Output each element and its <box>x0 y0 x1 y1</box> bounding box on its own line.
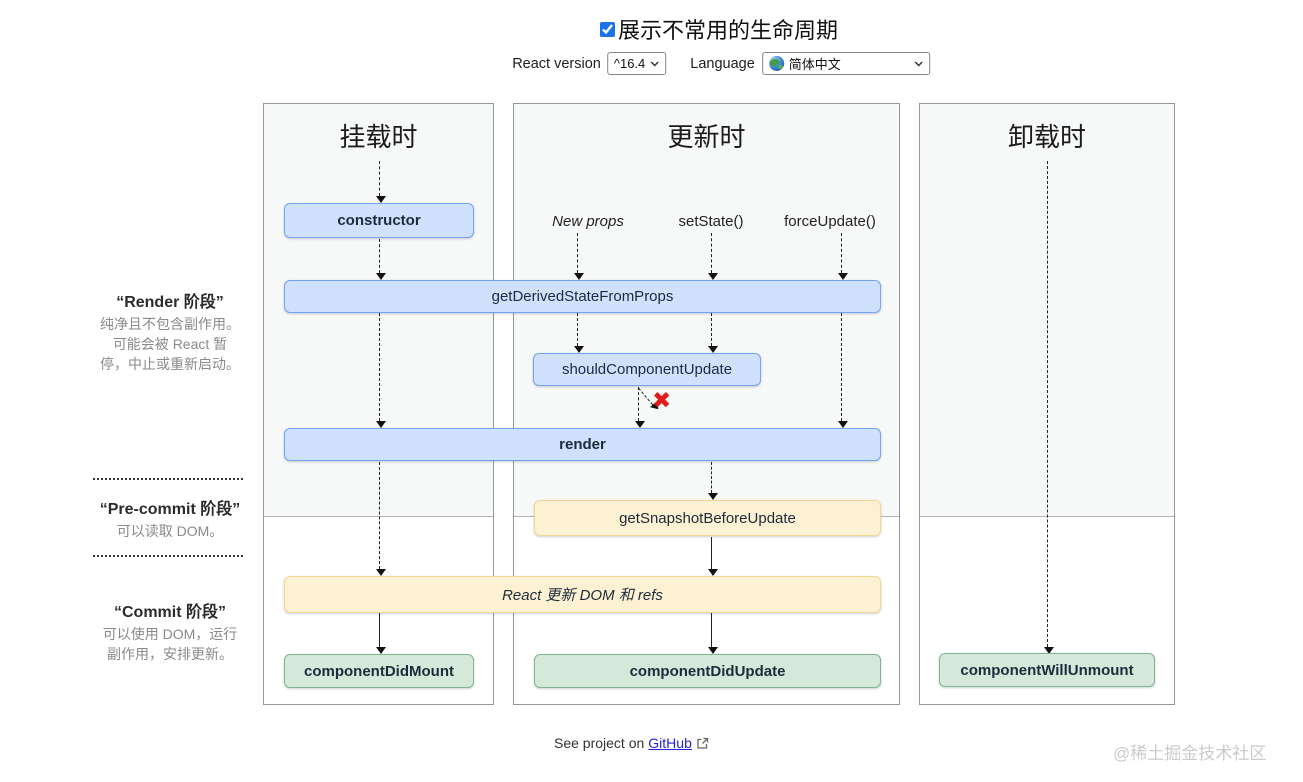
method-getSnapshotBeforeUpdate[interactable]: getSnapshotBeforeUpdate <box>534 500 881 536</box>
trigger-forceupdate: forceUpdate() <box>784 213 876 230</box>
flow-arrow <box>375 462 386 576</box>
chevron-down-icon <box>914 60 923 67</box>
flow-arrow <box>634 387 645 428</box>
react-version-select[interactable]: ^16.4 <box>606 52 667 75</box>
trigger-new-props: New props <box>552 213 624 230</box>
phase-commit-desc-line: 可以使用 DOM，运行 <box>102 626 238 642</box>
method-shouldComponentUpdate[interactable]: shouldComponentUpdate <box>533 353 761 386</box>
flow-arrow <box>573 233 584 280</box>
column-updating-title: 更新时 <box>667 122 746 152</box>
flow-arrow <box>573 313 584 353</box>
show-uncommon-lifecycles-checkbox[interactable] <box>599 21 615 37</box>
phase-render-label: “Render 阶段” <box>116 294 224 311</box>
flow-arrow <box>837 233 848 280</box>
watermark: @稀土掘金技术社区 <box>1113 744 1267 763</box>
phase-commit-desc: 可以使用 DOM，运行 副作用，安排更新。 <box>80 624 260 664</box>
footer-text: See project on <box>554 735 645 751</box>
method-getDerivedStateFromProps[interactable]: getDerivedStateFromProps <box>284 280 881 313</box>
phase-divider <box>93 555 243 557</box>
phase-precommit-desc: 可以读取 DOM。 <box>80 521 260 541</box>
method-componentDidUpdate[interactable]: componentDidUpdate <box>534 654 881 688</box>
phase-render-desc-line: 纯净且不包含副作用。 <box>100 316 240 332</box>
flow-arrow <box>1043 161 1054 654</box>
react-version-label: React version <box>512 55 601 72</box>
trigger-setstate: setState() <box>678 213 744 230</box>
phase-commit-label: “Commit 阶段” <box>113 604 226 621</box>
flow-arrow <box>375 313 386 428</box>
column-unmounting-title: 卸载时 <box>1007 122 1086 152</box>
language-value: 简体中文 <box>788 57 841 72</box>
phase-precommit-desc-line: 可以读取 DOM。 <box>116 523 224 539</box>
footer: See project on GitHub <box>554 735 709 751</box>
react-version-value: ^16.4 <box>613 56 646 71</box>
react-updates-dom-refs: React 更新 DOM 和 refs <box>284 576 881 613</box>
phase-precommit-label: “Pre-commit 阶段” <box>99 501 241 518</box>
globe-icon <box>768 56 784 71</box>
flow-arrow <box>707 537 718 576</box>
phase-commit-desc-line: 副作用，安排更新。 <box>107 646 233 662</box>
no-render-x-icon: ✖ <box>652 387 672 413</box>
method-render[interactable]: render <box>284 428 881 461</box>
flow-arrow <box>375 161 386 203</box>
method-componentDidMount[interactable]: componentDidMount <box>284 654 474 688</box>
chevron-down-icon <box>650 60 659 67</box>
flow-arrow <box>837 313 848 428</box>
column-mounting-title: 挂载时 <box>339 122 418 152</box>
github-link[interactable]: GitHub <box>648 735 692 751</box>
flow-arrow <box>375 239 386 280</box>
phase-render-desc: 纯净且不包含副作用。 可能会被 React 暂 停，中止或重新启动。 <box>80 314 260 374</box>
controls-row: React version ^16.4 Language 简体中文 <box>512 52 930 75</box>
language-label: Language <box>690 55 755 72</box>
external-link-icon <box>697 737 709 749</box>
phase-render-desc-line: 停，中止或重新启动。 <box>100 356 240 372</box>
flow-arrow <box>375 613 386 654</box>
flow-arrow <box>707 233 718 280</box>
page-title: 展示不常用的生命周期 <box>617 18 839 43</box>
method-componentWillUnmount[interactable]: componentWillUnmount <box>939 653 1155 687</box>
phase-render-desc-line: 可能会被 React 暂 <box>112 336 228 352</box>
language-select[interactable]: 简体中文 <box>761 52 930 75</box>
flow-arrow <box>707 613 718 654</box>
method-constructor[interactable]: constructor <box>284 203 474 238</box>
flow-arrow <box>707 313 718 353</box>
flow-arrow <box>707 462 718 500</box>
title-row: 展示不常用的生命周期 <box>599 13 839 45</box>
phase-divider <box>93 478 243 480</box>
